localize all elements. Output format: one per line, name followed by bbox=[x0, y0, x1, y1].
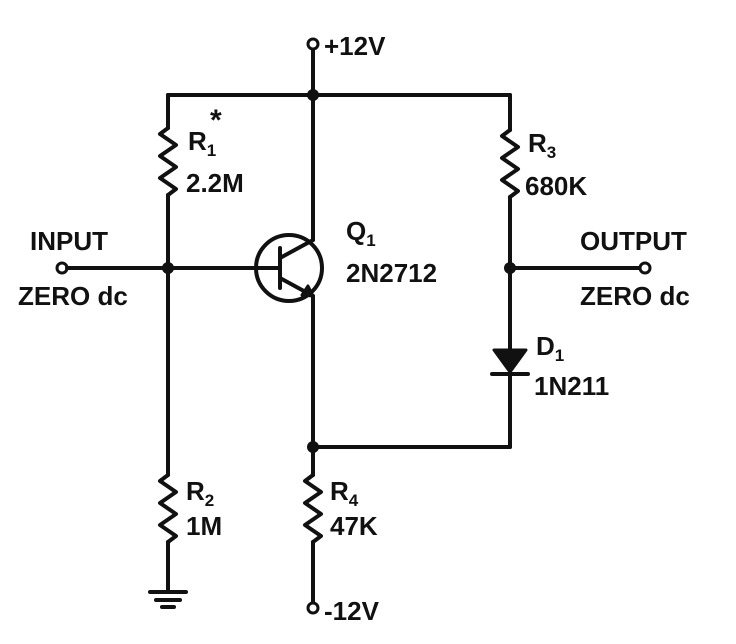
transistor-q1 bbox=[254, 233, 324, 303]
r1-label: R1 bbox=[188, 126, 216, 160]
r4-value: 47K bbox=[330, 511, 378, 541]
diode-d1 bbox=[492, 348, 528, 374]
terminal-negative-supply[interactable] bbox=[306, 601, 320, 615]
resistor-r3 bbox=[500, 128, 520, 199]
d1-value: 1N211 bbox=[534, 371, 609, 401]
resistor-r2 bbox=[158, 473, 178, 544]
r3-label: R3 bbox=[528, 128, 556, 162]
supply-positive-label: +12V bbox=[324, 31, 386, 61]
r2-label: R2 bbox=[186, 476, 214, 510]
supply-negative-label: -12V bbox=[324, 596, 380, 626]
output-sublabel: ZERO dc bbox=[580, 281, 690, 311]
resistor-r4 bbox=[303, 473, 323, 544]
q1-label: Q1 bbox=[346, 216, 376, 250]
ground-icon bbox=[148, 590, 188, 609]
input-label: INPUT bbox=[30, 226, 108, 256]
r4-label: R4 bbox=[330, 476, 359, 510]
r1-value: 2.2M bbox=[186, 168, 244, 198]
r2-value: 1M bbox=[186, 511, 222, 541]
terminal-output[interactable] bbox=[638, 261, 652, 275]
terminal-positive-supply[interactable] bbox=[306, 37, 320, 51]
r3-value: 680K bbox=[525, 171, 587, 201]
output-label: OUTPUT bbox=[580, 226, 687, 256]
q1-value: 2N2712 bbox=[346, 258, 437, 288]
d1-label: D1 bbox=[536, 331, 564, 365]
input-sublabel: ZERO dc bbox=[18, 281, 128, 311]
r1-mark: * bbox=[210, 104, 222, 137]
resistor-r1 bbox=[158, 126, 178, 197]
